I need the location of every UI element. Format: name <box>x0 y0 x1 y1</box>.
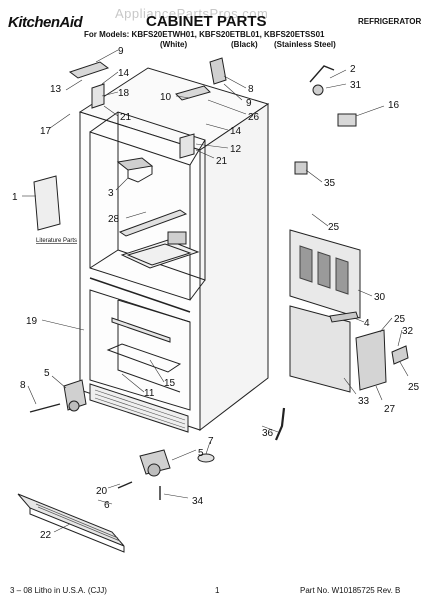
callout-21b: 21 <box>216 156 228 167</box>
callout-20: 20 <box>96 486 108 497</box>
callout-5: 5 <box>44 368 50 379</box>
callout-35: 35 <box>324 178 336 189</box>
callout-2: 2 <box>350 64 356 75</box>
callout-11: 11 <box>144 388 155 399</box>
callout-8: 8 <box>248 84 254 95</box>
variant-stainless: (Stainless Steel) <box>274 40 336 49</box>
callout-25c: 25 <box>408 382 420 393</box>
callout-25b: 25 <box>394 314 406 325</box>
callout-19: 19 <box>26 316 38 327</box>
callout-numbers: 9 14 13 18 17 21 2 31 8 10 9 26 16 14 12… <box>12 46 420 541</box>
models-line: For Models: KBFS20ETWH01, KBFS20ETBL01, … <box>84 30 325 39</box>
callout-12: 12 <box>230 144 242 155</box>
callout-1: 1 <box>12 192 18 203</box>
callout-13: 13 <box>50 84 62 95</box>
cabinet-right-side <box>199 103 269 432</box>
callout-16: 16 <box>388 100 400 111</box>
callout-33: 33 <box>358 396 370 407</box>
callout-18: 18 <box>118 88 130 99</box>
callout-9: 9 <box>118 46 124 57</box>
callout-32: 32 <box>402 326 414 337</box>
callout-36: 36 <box>262 428 274 439</box>
callout-17: 17 <box>40 126 52 137</box>
callout-14b: 14 <box>230 126 242 137</box>
front-roller-left <box>63 379 87 411</box>
callout-27: 27 <box>384 404 396 415</box>
callout-10: 9 <box>246 98 252 109</box>
category-label: REFRIGERATOR <box>358 17 422 26</box>
watermark: AppliancePartsPros.com <box>115 6 269 21</box>
callout-31: 31 <box>350 80 362 91</box>
toe-grille-area <box>89 383 189 433</box>
page-title: CABINET PARTS <box>146 13 267 30</box>
callout-34: 34 <box>192 496 204 507</box>
callout-22: 22 <box>40 530 52 541</box>
callout-8b: 8 <box>20 380 26 391</box>
page-number: 1 <box>215 586 220 595</box>
callout-5b: 5 <box>198 448 204 459</box>
callout-14: 14 <box>118 68 130 79</box>
part-number: Part No. W10185725 Rev. B <box>300 586 401 595</box>
literature-booklet <box>33 175 61 231</box>
callout-9b: 10 <box>160 92 172 103</box>
litho-info: 3 – 08 Litho in U.S.A. (CJJ) <box>10 586 107 595</box>
variant-white: (White) <box>160 40 188 49</box>
callout-6: 6 <box>104 500 110 511</box>
callout-21: 21 <box>120 112 132 123</box>
callout-26: 26 <box>248 112 260 123</box>
callout-7: 7 <box>208 436 214 447</box>
hinge-center <box>175 85 211 101</box>
callout-25: 25 <box>328 222 340 233</box>
callout-30: 30 <box>374 292 386 303</box>
brand-logo: KitchenAid <box>8 14 83 31</box>
literature-parts-label: Literature Parts <box>36 238 77 244</box>
callout-15: 15 <box>164 378 176 389</box>
variant-black: (Black) <box>231 40 258 49</box>
hinge-top-left <box>68 61 110 79</box>
front-roller-lower <box>139 449 171 475</box>
callout-3: 3 <box>108 188 114 199</box>
callout-28: 28 <box>108 214 120 225</box>
callout-4: 4 <box>364 318 370 329</box>
